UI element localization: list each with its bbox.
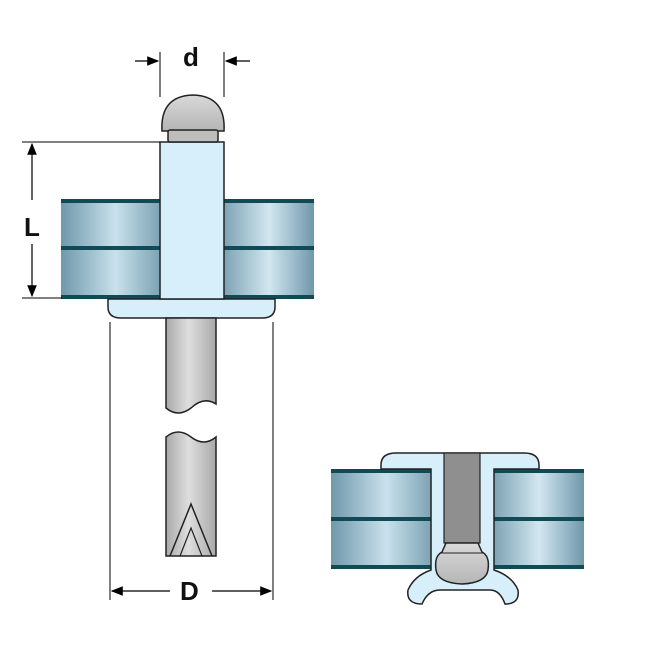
left-mandrel-head bbox=[161, 94, 225, 132]
left-plate-bottom-right bbox=[224, 250, 314, 297]
right-plate-bottom-right bbox=[494, 521, 584, 566]
right-mandrel-core bbox=[443, 452, 481, 544]
left-plates bbox=[61, 199, 314, 299]
label-d: d bbox=[183, 42, 199, 72]
label-L: L bbox=[24, 212, 40, 242]
left-plate-top-left bbox=[61, 202, 160, 248]
left-rivet-flange bbox=[107, 298, 276, 319]
left-mandrel-shaft-lower bbox=[165, 431, 217, 557]
right-plate-bottom-left bbox=[331, 521, 431, 566]
left-mandrel-shaft-upper bbox=[165, 317, 217, 414]
dimension-D: D bbox=[109, 322, 274, 606]
right-set-rivet bbox=[331, 452, 584, 605]
left-mandrel-neck bbox=[167, 129, 219, 143]
label-D: D bbox=[180, 576, 199, 606]
right-plate-top-right bbox=[494, 473, 584, 518]
left-rivet-body bbox=[159, 141, 225, 300]
left-plate-bottom-left bbox=[61, 250, 160, 297]
dimension-L: L bbox=[22, 141, 160, 299]
dimension-d: d bbox=[135, 42, 250, 97]
right-mandrel-head bbox=[434, 542, 490, 585]
left-plate-top-right bbox=[224, 202, 314, 248]
right-plate-top-left bbox=[331, 473, 431, 518]
left-mandrel-point bbox=[169, 501, 213, 557]
